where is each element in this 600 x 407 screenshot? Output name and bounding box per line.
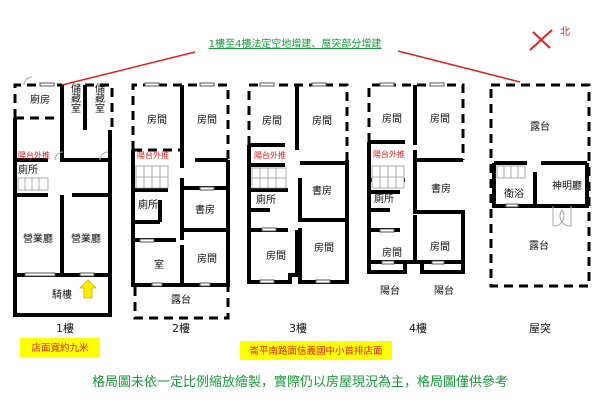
room-label: 陽台 (434, 284, 454, 297)
pointer-line-left (61, 51, 196, 86)
room-label: 衛浴 (504, 187, 524, 200)
room-label: 廁所 (374, 192, 394, 205)
balcony-ext-label: 陽台外推 (373, 149, 405, 159)
north-label: 北 (560, 26, 570, 38)
room-label: 露台 (171, 293, 191, 306)
pointer-line-right (397, 50, 521, 83)
shop-width-note-bg (20, 338, 100, 357)
shop-width-note: 店面寬約九米 (31, 342, 89, 354)
room-label: 房間 (312, 114, 332, 127)
floor-1: 廚房 儲藏室 儲藏室 陽台外推 廁所 營業廳 營業廳 騎樓 (13, 76, 114, 317)
floor-2: 房間 房間 陽台外推 廁所 書房 室 房間 露台 (131, 82, 230, 320)
room-label: 書房 (312, 184, 332, 197)
room-label: 房間 (197, 252, 217, 265)
room-label: 陽台 (380, 284, 400, 297)
floor-3: 房間 房間 陽台外推 廁所 書房 房間 房間 (247, 82, 349, 284)
room-label: 室 (154, 258, 164, 271)
floor-label: 1樓 (56, 321, 74, 335)
stairs-icon (251, 167, 287, 189)
balcony-ext-label: 陽台外推 (254, 150, 286, 160)
floor-label: 2樓 (172, 321, 190, 335)
title: 1樓至4樓法定空地增建、屋突部分增建 (209, 37, 382, 50)
floor-label: 屋突 (529, 321, 551, 335)
room-label: 房間 (147, 113, 167, 126)
room-label: 營業廳 (23, 232, 53, 245)
room-label: 書房 (431, 182, 451, 195)
stairs-icon (135, 165, 169, 189)
room-label: 儲藏室 (93, 83, 105, 113)
stairs-icon (17, 177, 49, 191)
room-label: 騎樓 (52, 288, 72, 301)
room-label: 營業廳 (71, 232, 101, 245)
location-note-bg (240, 341, 392, 360)
north-arrow-icon (529, 29, 553, 51)
room-label: 神明廳 (552, 179, 582, 192)
room-label: 房間 (314, 241, 334, 254)
floor-label: 3樓 (289, 321, 307, 335)
room-label: 房間 (266, 249, 286, 262)
entrance-arrow-icon (79, 279, 97, 299)
balcony-ext-label: 陽台外推 (137, 150, 169, 160)
stairs-icon (496, 165, 526, 179)
room-label: 露台 (529, 239, 549, 252)
floor-label: 4樓 (409, 321, 427, 335)
room-label: 廁所 (256, 193, 276, 206)
room-label: 房間 (382, 112, 402, 125)
room-label: 書房 (195, 203, 215, 216)
room-label: 房間 (430, 240, 450, 253)
room-label: 房間 (262, 114, 282, 127)
floor-roof: 露台 衛浴 神明廳 露台 (489, 83, 591, 288)
room-label: 露台 (530, 120, 550, 133)
room-label: 房間 (430, 112, 450, 125)
location-note: 崙平南路面信義國中小首排店面 (249, 345, 382, 357)
room-label: 儲藏室 (69, 83, 81, 113)
room-label: 廁所 (138, 198, 158, 211)
balcony-ext-label: 陽台外推 (18, 150, 50, 160)
room-label: 廚房 (30, 93, 50, 106)
room-label: 房間 (197, 113, 217, 126)
room-label: 房間 (382, 246, 402, 259)
footer-disclaimer: 格局圖未依一定比例縮放繪製，實際仍以房屋現況為主，格局圖僅供參考 (92, 374, 508, 390)
stairs-icon (371, 165, 405, 189)
floor-4: 房間 房間 陽台外推 廁所 書房 房間 房間 陽台 陽台 (367, 82, 465, 297)
room-label: 廁所 (18, 163, 38, 176)
